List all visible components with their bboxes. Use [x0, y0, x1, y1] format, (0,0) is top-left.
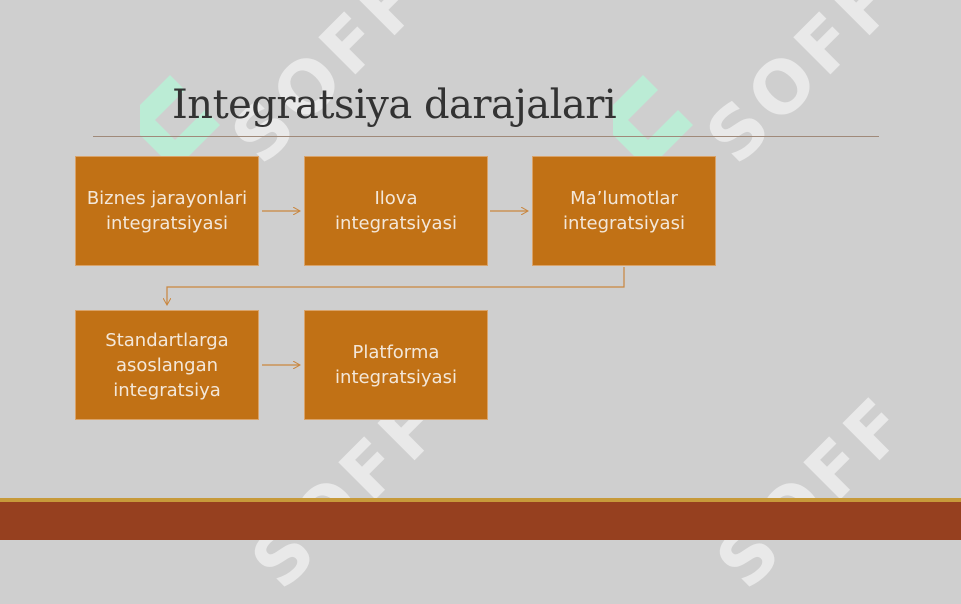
footer-accent-line	[0, 498, 961, 502]
diagram-node-standartlar: Standartlarga asoslangan integratsiya	[75, 310, 259, 420]
diagram-node-platforma: Platforma integratsiyasi	[304, 310, 488, 420]
slide-title: Integratsiya darajalari	[172, 82, 617, 128]
title-divider	[93, 136, 879, 137]
node-label: Platforma integratsiyasi	[335, 342, 457, 388]
diagram-node-biznes-jarayonlari: Biznes jarayonlari integratsiyasi	[75, 156, 259, 266]
diagram-connectors	[0, 0, 625, 540]
node-label: Ilova integratsiyasi	[335, 188, 457, 234]
diagram-node-malumotlar: Ma’lumotlar integratsiyasi	[532, 156, 716, 266]
node-label: Ma’lumotlar integratsiyasi	[563, 188, 685, 234]
diagram-node-ilova: Ilova integratsiyasi	[304, 156, 488, 266]
node-label: Biznes jarayonlari integratsiyasi	[86, 188, 248, 234]
footer-bar	[0, 502, 961, 540]
node-label: Standartlarga asoslangan integratsiya	[105, 329, 229, 401]
connector-n3-n4	[167, 267, 625, 305]
